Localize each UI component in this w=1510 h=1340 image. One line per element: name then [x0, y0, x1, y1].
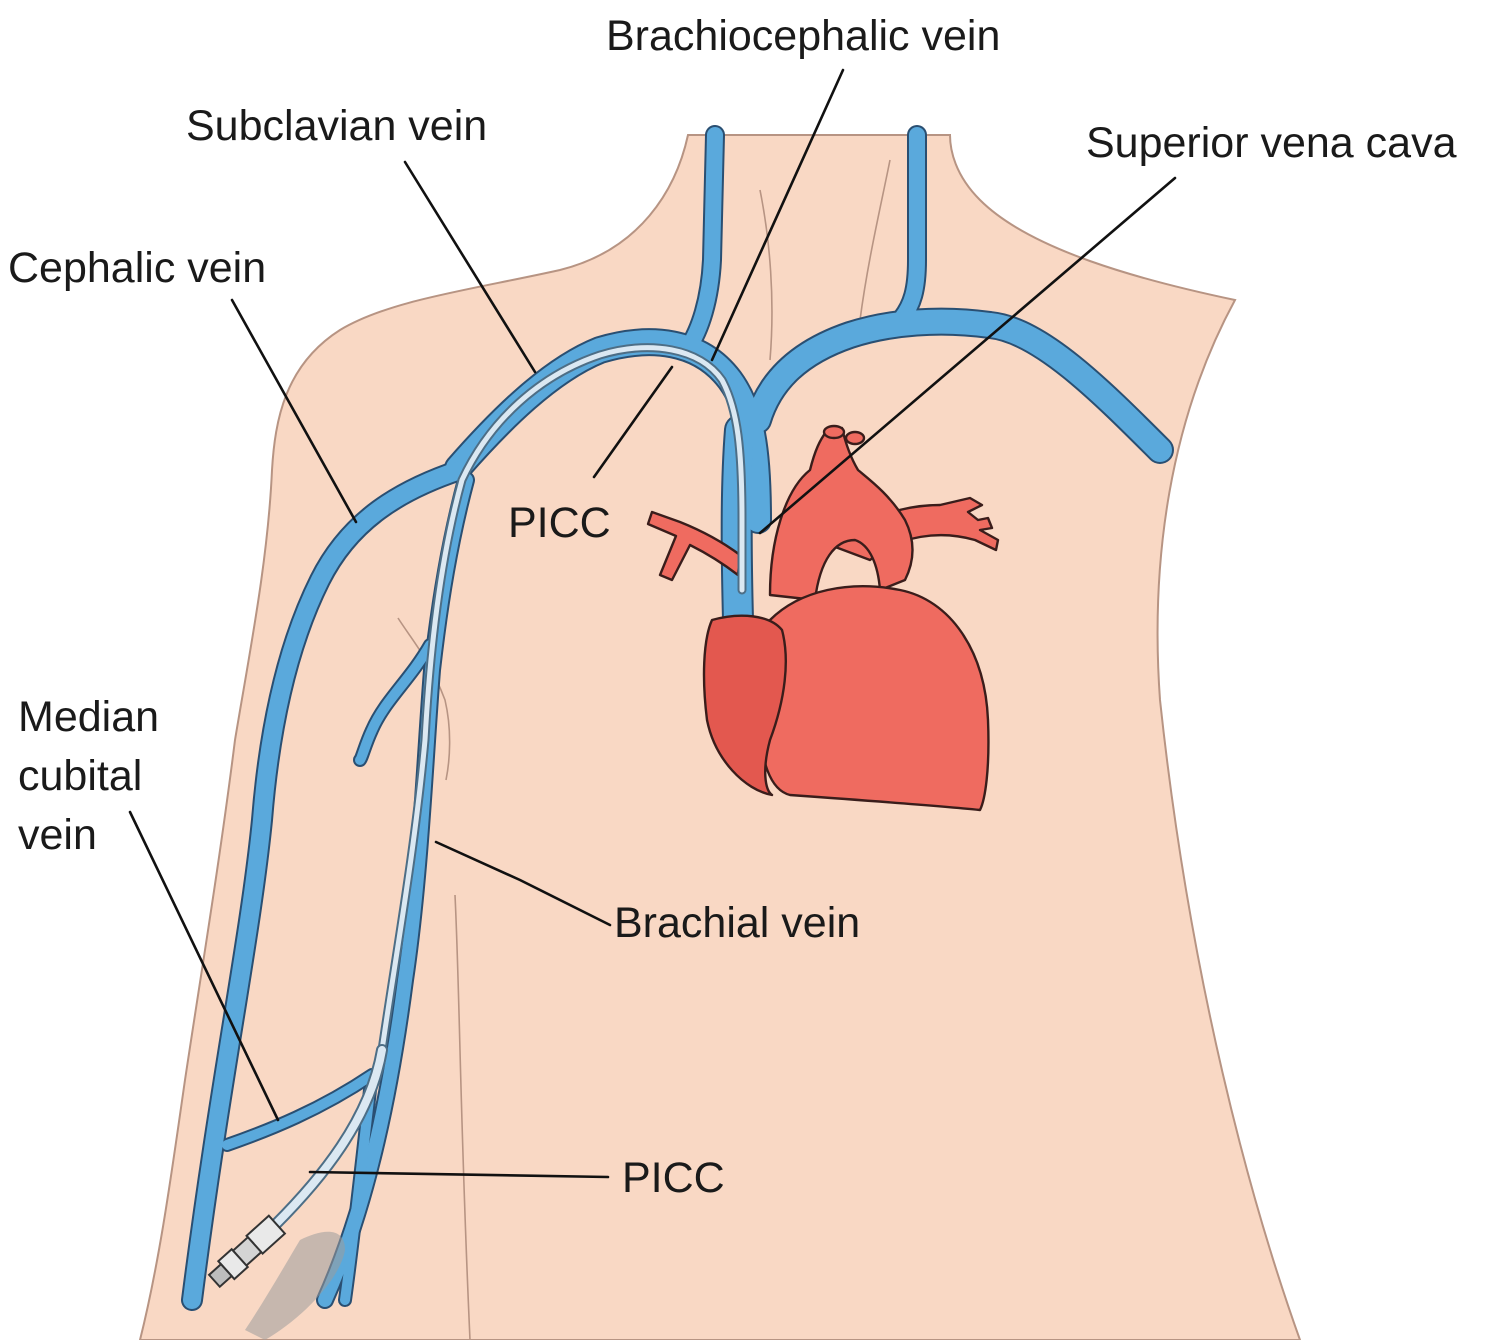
label-median-cubital-line3: vein	[18, 811, 97, 859]
label-brachiocephalic-vein: Brachiocephalic vein	[606, 12, 1000, 60]
label-picc-lower: PICC	[622, 1154, 725, 1202]
label-brachial-vein: Brachial vein	[614, 899, 860, 947]
label-picc-upper: PICC	[508, 499, 611, 547]
aortic-branch-2	[846, 432, 864, 444]
label-superior-vena-cava: Superior vena cava	[1086, 119, 1457, 167]
label-subclavian-vein: Subclavian vein	[186, 102, 487, 150]
label-cephalic-vein: Cephalic vein	[8, 244, 266, 292]
label-median-cubital-line2: cubital	[18, 752, 142, 800]
aortic-branch-1	[824, 426, 844, 438]
label-median-cubital-line1: Median	[18, 693, 159, 741]
